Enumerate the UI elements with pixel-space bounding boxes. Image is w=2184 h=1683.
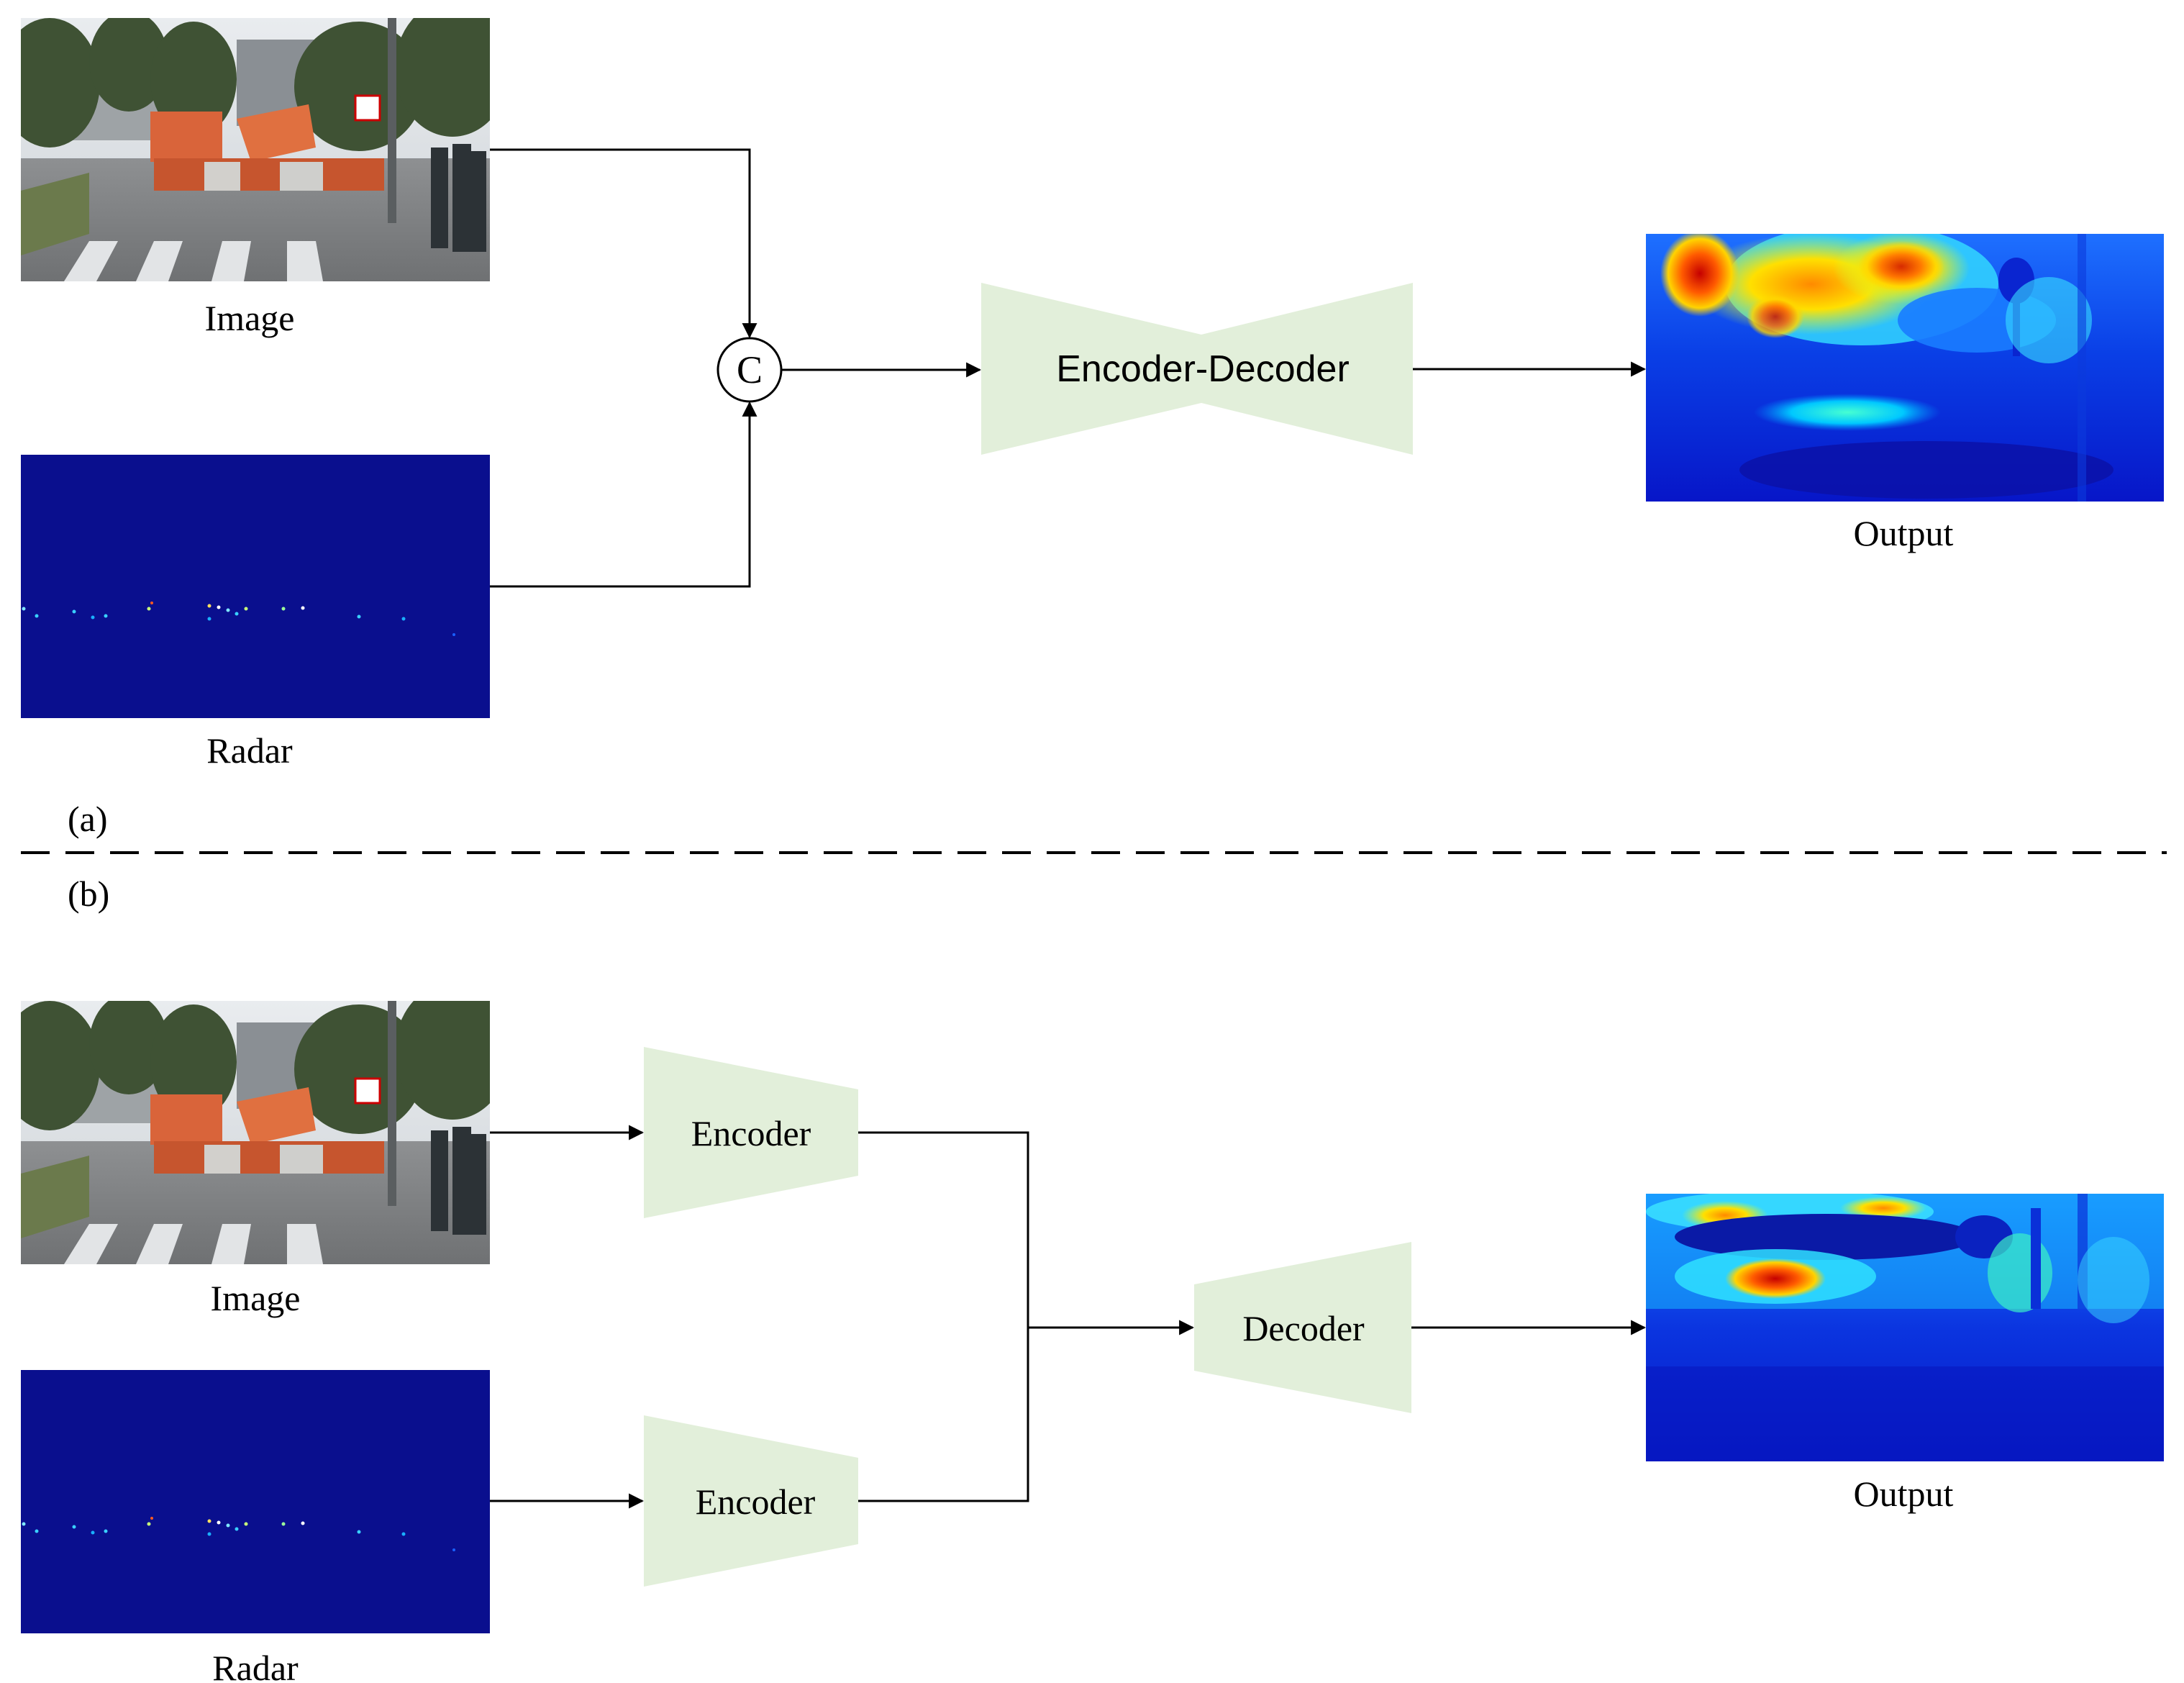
panel-b: (b) Image Radar Encoder Encoder Decoder — [21, 874, 2164, 1683]
image-to-concat-arrow — [490, 148, 757, 339]
output-depth-map-b — [1646, 1194, 2164, 1461]
input-radar-b — [21, 1370, 490, 1633]
encoder-decoder-block — [981, 283, 1413, 455]
panel-a-label: (a) — [68, 799, 108, 839]
decoder-block — [1194, 1242, 1411, 1413]
radar-caption-a: Radar — [206, 730, 293, 771]
output-caption-b: Output — [1854, 1474, 1954, 1514]
decoder-label: Decoder — [1242, 1308, 1365, 1348]
output-depth-map-a — [1646, 234, 2164, 502]
encoder-merge-line — [858, 1131, 1029, 1502]
encoder-image-block — [644, 1047, 858, 1218]
image-caption-a: Image — [205, 298, 295, 338]
panel-b-label: (b) — [68, 874, 109, 914]
input-image-a — [21, 18, 490, 281]
encoder-image-label: Encoder — [691, 1113, 811, 1153]
input-radar-a — [21, 455, 490, 718]
radar-to-concat-arrow — [490, 401, 757, 588]
output-caption-a: Output — [1854, 513, 1954, 553]
input-image-b — [21, 1001, 490, 1264]
radar-caption-b: Radar — [212, 1648, 299, 1683]
encoder-radar-label: Encoder — [696, 1482, 816, 1522]
concat-symbol: C — [737, 348, 763, 391]
encoder-radar-block — [644, 1415, 858, 1587]
panel-a: Image Radar C Encoder-Decoder — [21, 18, 2164, 839]
encoder-decoder-label: Encoder-Decoder — [1056, 348, 1350, 390]
image-caption-b: Image — [211, 1278, 301, 1318]
